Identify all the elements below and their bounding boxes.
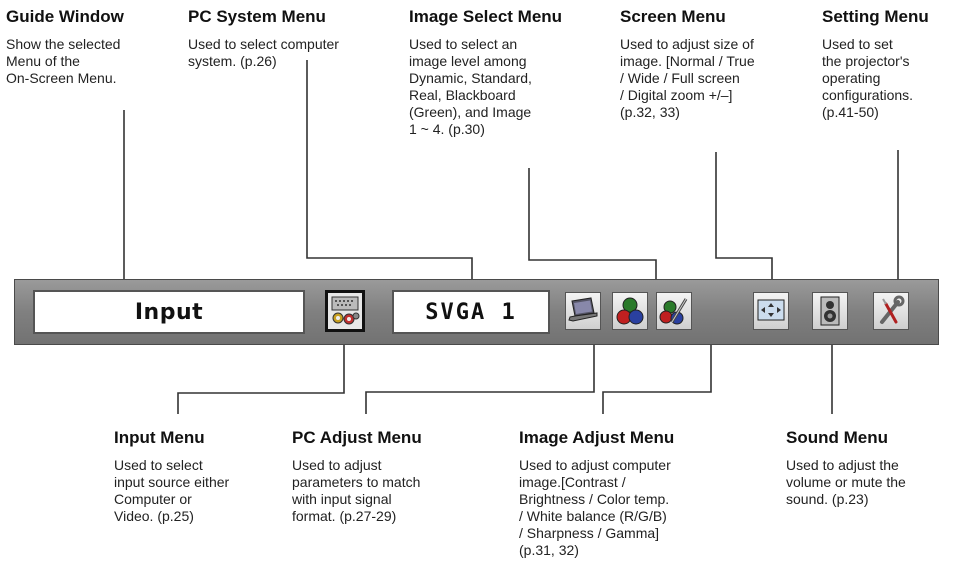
on-screen-menu-bar: Input SVGA 1 (14, 279, 939, 345)
callout-description: Used to adjust parameters to match with … (292, 457, 421, 524)
callout-description: Show the selected Menu of the On-Screen … (6, 36, 121, 86)
callout-title: PC Adjust Menu (292, 428, 422, 447)
guide-window-field: Input (33, 290, 305, 334)
callout-title: Setting Menu (822, 7, 929, 26)
callout-title: Screen Menu (620, 7, 726, 26)
input-menu-icon (331, 296, 360, 325)
input-menu-button[interactable] (325, 290, 365, 332)
callout-description: Used to select an image level among Dyna… (409, 36, 532, 137)
callout-screen-menu: Screen Menu Used to adjust size of image… (620, 7, 810, 121)
sound-speaker-icon (820, 296, 840, 326)
callout-pc-adjust-menu: PC Adjust Menu Used to adjust parameters… (292, 428, 492, 525)
leader-image-select (528, 168, 657, 290)
callout-description: Used to set the projector's operating co… (822, 36, 914, 120)
callout-title: Input Menu (114, 428, 205, 447)
callout-title: Image Select Menu (409, 7, 563, 26)
callout-pc-system-menu: PC System Menu Used to select computer s… (188, 7, 398, 70)
callout-guide-window: Guide Window Show the selected Menu of t… (6, 7, 176, 87)
screen-resize-icon (757, 299, 785, 321)
pc-adjust-menu-button[interactable] (565, 292, 601, 330)
callout-image-select-menu: Image Select Menu Used to select an imag… (409, 7, 609, 138)
image-select-balls-icon (616, 297, 644, 325)
image-adjust-menu-button[interactable] (656, 292, 692, 330)
image-adjust-palette-icon (659, 298, 688, 325)
leader-pc-adjust (365, 336, 595, 414)
screen-menu-button[interactable] (753, 292, 789, 330)
callout-description: Used to select input source either Compu… (114, 457, 230, 524)
callout-title: Guide Window (6, 7, 124, 26)
callout-image-adjust-menu: Image Adjust Menu Used to adjust compute… (519, 428, 749, 559)
setting-wrench-icon (880, 295, 905, 324)
pc-adjust-laptop-icon (568, 297, 598, 322)
callout-title: Image Adjust Menu (519, 428, 675, 447)
callout-setting-menu: Setting Menu Used to set the projector's… (822, 7, 968, 121)
setting-menu-button[interactable] (873, 292, 909, 330)
callout-description: Used to select computer system. (p.26) (188, 36, 339, 69)
leader-pc-system (306, 60, 473, 290)
sound-menu-button[interactable] (812, 292, 848, 330)
callout-sound-menu: Sound Menu Used to adjust the volume or … (786, 428, 966, 508)
callout-title: Sound Menu (786, 428, 888, 447)
pc-system-field: SVGA 1 (392, 290, 550, 334)
callout-description: Used to adjust computer image.[Contrast … (519, 457, 671, 558)
callout-description: Used to adjust the volume or mute the so… (786, 457, 906, 507)
leader-image-adjust (602, 336, 712, 414)
leader-input (177, 336, 345, 414)
callout-title: PC System Menu (188, 7, 326, 26)
image-select-menu-button[interactable] (612, 292, 648, 330)
leader-screen (715, 152, 773, 290)
callout-description: Used to adjust size of image. [Normal / … (620, 36, 755, 120)
callout-input-menu: Input Menu Used to select input source e… (114, 428, 284, 525)
